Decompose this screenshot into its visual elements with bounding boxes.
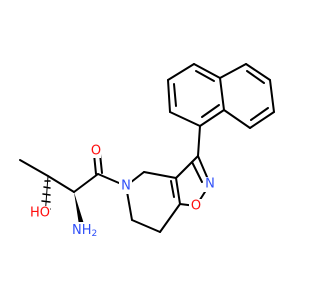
wedge-bond [74, 192, 84, 225]
bond [167, 79, 171, 113]
svg-text:O: O [191, 199, 201, 214]
molecule-structure: O N N O NH2 HO [19, 63, 275, 239]
bond [169, 111, 201, 127]
bond [195, 70, 215, 82]
bond [175, 155, 199, 179]
bond [201, 104, 220, 118]
bond [167, 63, 195, 81]
svg-text:N: N [205, 177, 215, 192]
bond [131, 219, 161, 233]
bond [219, 77, 225, 111]
bond [197, 125, 201, 157]
bond [173, 83, 177, 107]
svg-text:HO: HO [30, 206, 50, 221]
svg-text:NH2: NH2 [72, 223, 97, 240]
bond [191, 161, 203, 183]
bond [19, 159, 49, 177]
bond [246, 70, 265, 84]
bond [73, 173, 99, 193]
bond [143, 171, 177, 179]
atom-label-isoxazole-nitrogen: N [203, 177, 216, 192]
bond [47, 175, 75, 193]
atom-label-amine: NH2 [70, 222, 102, 239]
atom-label-ring-nitrogen: N [119, 179, 132, 194]
bond [199, 109, 225, 127]
naphthalene-group [167, 63, 275, 129]
bond [250, 107, 269, 121]
atom-label-isoxazole-oxygen: O [189, 199, 202, 214]
bond [219, 63, 247, 79]
bond [170, 180, 175, 198]
bond [245, 63, 271, 81]
bond [249, 111, 275, 129]
bond [223, 109, 251, 129]
bond [175, 177, 181, 205]
bond [193, 63, 221, 79]
bond [159, 203, 181, 233]
atom-label-carbonyl-oxygen: O [89, 143, 101, 159]
bond [269, 79, 275, 113]
atom-label-hydroxyl: HO [28, 206, 50, 221]
svg-text:O: O [91, 144, 101, 159]
svg-text:N: N [121, 179, 131, 194]
